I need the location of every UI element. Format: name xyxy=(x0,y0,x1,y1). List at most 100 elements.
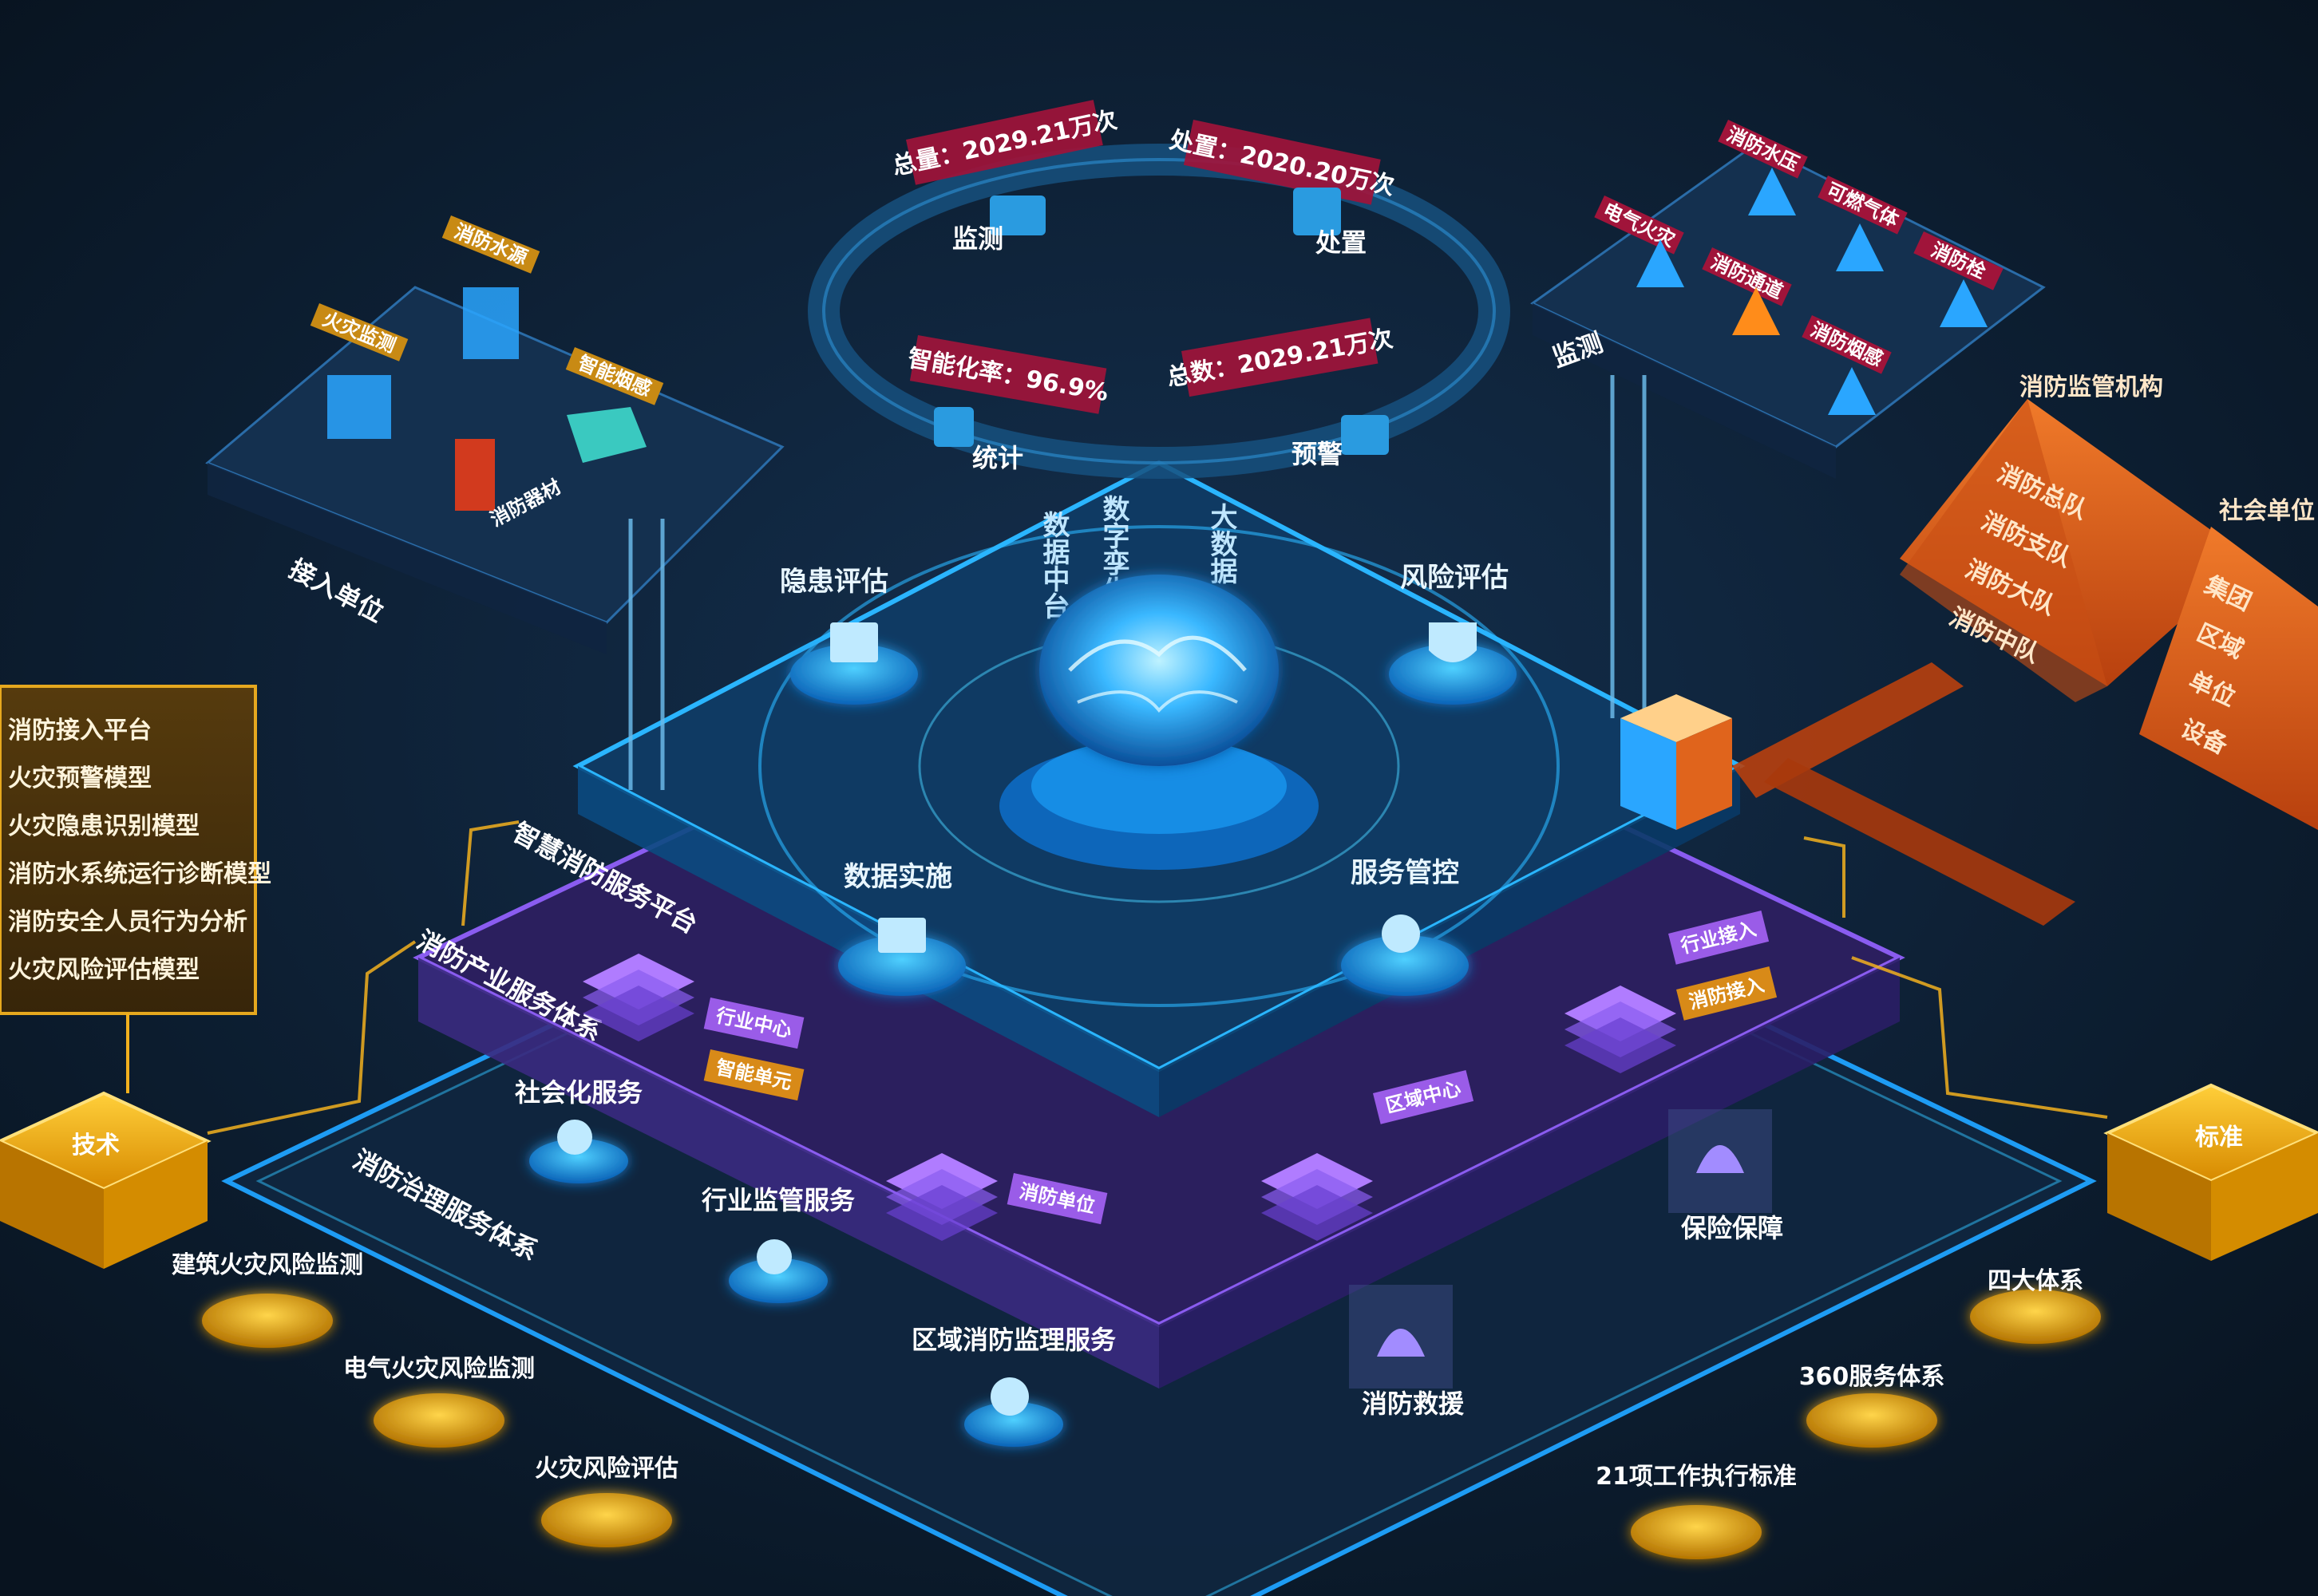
bottom-node-insurance[interactable]: 保险保障 xyxy=(1668,1109,1783,1243)
umbrella-icon xyxy=(1696,1145,1744,1173)
core-node-hazard[interactable]: 隐患评估 xyxy=(780,566,918,705)
core-nodes: 隐患评估 风险评估 数据实施 服务管控 xyxy=(780,562,1517,996)
shield-icon xyxy=(1429,622,1477,662)
gold-node-right-2[interactable]: 21项工作执行标准 xyxy=(1596,1463,1797,1559)
left-panel-item-5: 火灾风险评估模型 xyxy=(8,956,200,984)
purple-stack-0 xyxy=(583,954,694,1041)
monitor-device-4 xyxy=(1940,279,1988,327)
core-node-risk[interactable]: 风险评估 xyxy=(1389,562,1517,705)
left-panel-item-0: 消防接入平台 xyxy=(8,717,152,745)
access-block-device-2 xyxy=(455,439,495,511)
service-node-industry[interactable]: 行业监管服务 xyxy=(702,1185,855,1303)
pyramid-right: 社会单位 集团 区域 单位 设备 xyxy=(2139,497,2318,830)
core-node-label-0: 隐患评估 xyxy=(780,566,888,598)
gold-connector-left xyxy=(207,820,520,1135)
hand-icon xyxy=(757,1239,792,1274)
orbit-node-stats[interactable]: 统计 xyxy=(934,407,1023,473)
gold-node-right-1[interactable]: 360服务体系 xyxy=(1799,1363,1945,1448)
brain-icon xyxy=(1039,575,1279,766)
gold-connector-right xyxy=(1803,836,2108,1119)
core-node-label-2: 数据实施 xyxy=(844,861,952,893)
core-node-service[interactable]: 服务管控 xyxy=(1341,857,1469,996)
bottom-node-label-1: 消防救援 xyxy=(1362,1389,1465,1419)
inner-ring-outer xyxy=(758,525,1560,1007)
gold-node-left-label-2: 火灾风险评估 xyxy=(535,1455,678,1483)
monitor-block: 监测 电气火灾 消防水压 可燃气体 消防通道 消防栓 消防烟感 xyxy=(1530,120,2046,479)
chart-icon xyxy=(878,918,926,953)
orbit-nodes: 监测 处置 统计 预警 xyxy=(934,188,1389,473)
gold-node-left-2[interactable]: 火灾风险评估 xyxy=(535,1455,678,1547)
pyramid-right-title: 社会单位 xyxy=(2219,497,2315,525)
cyan-platform-side-right xyxy=(1159,766,1740,1117)
gold-nodes-right: 四大体系 360服务体系 21项工作执行标准 xyxy=(1596,1267,2101,1559)
service-node-label-1: 行业监管服务 xyxy=(702,1185,855,1215)
bottom-nodes: 保险保障 消防救援 xyxy=(1349,1109,1783,1419)
core-node-label-3: 服务管控 xyxy=(1351,857,1459,889)
hand-icon xyxy=(557,1120,592,1155)
gold-node-left-label-1: 电气火灾风险监测 xyxy=(343,1355,535,1383)
monitor-device-2 xyxy=(1836,223,1884,271)
purple-stack-3 xyxy=(1564,986,1676,1073)
helmet-icon xyxy=(1377,1329,1425,1357)
gold-node-right-label-1: 360服务体系 xyxy=(1799,1363,1945,1391)
connector-access xyxy=(628,519,665,790)
brain-core xyxy=(999,575,1319,870)
document-icon xyxy=(830,622,878,662)
purple-stack-2 xyxy=(1261,1153,1373,1241)
gold-node-right-label-0: 四大体系 xyxy=(1988,1267,2083,1295)
access-block-device-0 xyxy=(327,375,391,439)
pyramid-left-title: 消防监管机构 xyxy=(2019,373,2163,401)
monitor-device-0 xyxy=(1636,239,1684,287)
orbit-node-monitor[interactable]: 监测 xyxy=(952,196,1046,254)
left-panel-item-4: 消防安全人员行为分析 xyxy=(8,908,247,936)
gold-nodes-left: 建筑火灾风险监测 电气火灾风险监测 火灾风险评估 xyxy=(172,1251,678,1547)
gold-node-left-0[interactable]: 建筑火灾风险监测 xyxy=(172,1251,363,1348)
core-node-data[interactable]: 数据实施 xyxy=(838,861,966,996)
left-panel-item-2: 火灾隐患识别模型 xyxy=(8,812,200,840)
access-block-device-1 xyxy=(463,287,519,359)
purple-stacks: 行业中心 智能单元 消防单位 区域中心 行业接入 消防接入 xyxy=(583,910,1778,1241)
hand-icon xyxy=(991,1377,1029,1416)
orbit-node-label-0: 监测 xyxy=(952,223,1003,254)
gold-node-left-label-0: 建筑火灾风险监测 xyxy=(172,1251,363,1279)
core-node-label-1: 风险评估 xyxy=(1400,562,1509,594)
gold-box-left[interactable]: 技术 xyxy=(0,1091,212,1269)
headset-icon xyxy=(1382,915,1420,953)
vertical-label-0: 数据中台 xyxy=(1038,511,1070,619)
gold-box-right[interactable]: 标准 xyxy=(2103,1083,2318,1261)
gold-node-right-0[interactable]: 四大体系 xyxy=(1970,1267,2101,1344)
service-node-label-2: 区域消防监理服务 xyxy=(912,1325,1116,1355)
left-panel-item-3: 消防水系统运行诊断模型 xyxy=(8,860,271,888)
vertical-label-2: 大数据 xyxy=(1205,503,1237,585)
orbit-ring-edge xyxy=(822,158,1496,464)
service-node-label-0: 社会化服务 xyxy=(515,1077,643,1108)
orbit-node-label-2: 统计 xyxy=(972,443,1023,473)
monitor-device-5 xyxy=(1828,367,1876,415)
purple-platform-side-right xyxy=(1159,958,1900,1389)
monitor-device-3 xyxy=(1732,287,1780,335)
service-node-region[interactable]: 区域消防监理服务 xyxy=(912,1325,1116,1447)
purple-stack-1 xyxy=(886,1153,998,1241)
purple-platform-side-left xyxy=(418,958,1159,1389)
orbit-node-warning[interactable]: 预警 xyxy=(1292,415,1389,469)
orbit-node-handle[interactable]: 处置 xyxy=(1293,188,1367,258)
gold-box-left-label: 技术 xyxy=(72,1132,120,1159)
access-block-device-3 xyxy=(567,407,647,463)
service-node-social[interactable]: 社会化服务 xyxy=(515,1077,643,1183)
orbit-node-label-1: 处置 xyxy=(1315,227,1367,258)
pyramid-left: 消防监管机构 消防总队 消防支队 消防大队 消防中队 xyxy=(1900,373,2251,702)
gold-node-right-label-2: 21项工作执行标准 xyxy=(1596,1463,1797,1491)
bottom-node-label-0: 保险保障 xyxy=(1681,1213,1783,1243)
service-nodes: 社会化服务 行业监管服务 区域消防监理服务 xyxy=(515,1077,1116,1447)
left-panel: 消防接入平台 火灾预警模型 火灾隐患识别模型 消防水系统运行诊断模型 消防安全人… xyxy=(0,685,271,1015)
hub-cube xyxy=(1620,694,1732,830)
orbit-node-label-3: 预警 xyxy=(1292,439,1343,469)
gold-node-left-1[interactable]: 电气火灾风险监测 xyxy=(343,1355,535,1448)
monitor-device-1 xyxy=(1748,168,1796,215)
gold-box-right-label: 标准 xyxy=(2195,1124,2243,1152)
left-panel-item-1: 火灾预警模型 xyxy=(8,764,152,792)
orange-conveyor-2 xyxy=(1764,758,2075,926)
bottom-node-rescue[interactable]: 消防救援 xyxy=(1349,1285,1465,1419)
connector-monitor xyxy=(1610,375,1647,718)
